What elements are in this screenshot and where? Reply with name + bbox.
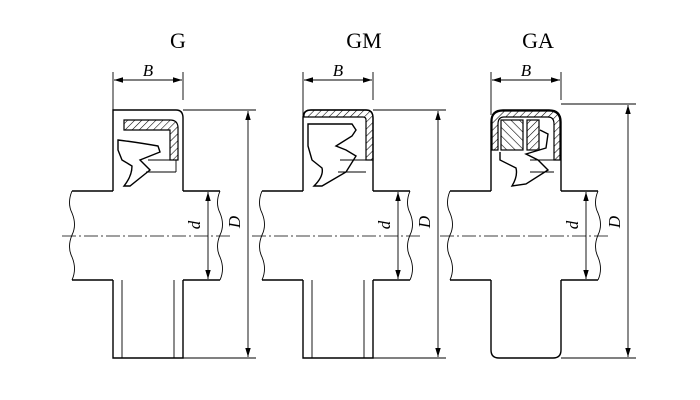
seal-section xyxy=(302,109,374,359)
shaft xyxy=(259,190,413,281)
b-label: B xyxy=(143,61,154,80)
shaft xyxy=(447,190,601,281)
seal-section xyxy=(490,109,562,359)
seal-title: G xyxy=(170,28,186,53)
b-label: B xyxy=(521,61,532,80)
seal-title: GA xyxy=(522,28,554,53)
shaft xyxy=(69,190,223,281)
seal-title: GM xyxy=(346,28,381,53)
seal-gm: GM B D d xyxy=(252,28,446,359)
d-label: d xyxy=(375,220,394,229)
b-label: B xyxy=(333,61,344,80)
seal-g: G B xyxy=(62,28,256,359)
seal-ga: GA B D xyxy=(440,28,636,359)
D-label: D xyxy=(605,215,624,229)
d-label: d xyxy=(185,220,204,229)
D-label: D xyxy=(225,215,244,229)
d-label: d xyxy=(563,220,582,229)
seal-section xyxy=(112,109,184,359)
D-label: D xyxy=(415,215,434,229)
